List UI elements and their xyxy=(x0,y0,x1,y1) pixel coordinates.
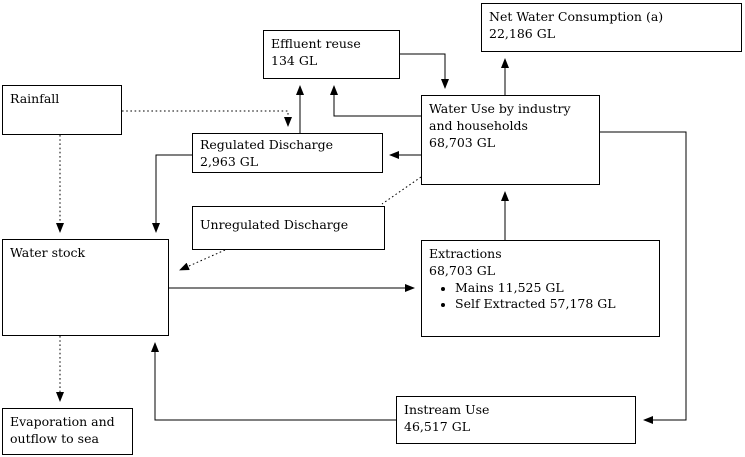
node-net-water-consumption-label: Net Water Consumption (a) xyxy=(489,9,664,24)
node-water-use-value: 68,703 GL xyxy=(429,134,495,150)
node-evaporation-label-2: outflow to sea xyxy=(10,430,99,446)
node-extractions-bullet-self-extracted: Self Extracted 57,178 GL xyxy=(455,296,652,312)
node-extractions-label: Extractions xyxy=(429,246,502,261)
node-rainfall[interactable]: Rainfall xyxy=(2,85,122,135)
edge-effluent-reuse-to-water-use xyxy=(400,53,449,89)
node-water-use-label: Water Use by industry xyxy=(429,101,571,116)
node-evaporation-label: Evaporation and xyxy=(10,414,115,429)
node-net-water-consumption[interactable]: Net Water Consumption (a) 22,186 GL xyxy=(481,3,742,52)
node-extractions-value: 68,703 GL xyxy=(429,262,495,278)
edge-unregulated-discharge-to-water-stock xyxy=(179,249,226,271)
edge-instream-use-to-water-stock xyxy=(151,342,396,421)
edge-water-use-to-unregulated-discharge xyxy=(381,176,422,205)
node-regulated-discharge-value: 2,963 GL xyxy=(200,153,259,169)
node-unregulated-discharge[interactable]: Unregulated Discharge xyxy=(192,206,385,250)
node-water-use[interactable]: Water Use by industry and households 68,… xyxy=(421,95,600,185)
node-regulated-discharge[interactable]: Regulated Discharge 2,963 GL xyxy=(192,133,383,173)
node-unregulated-discharge-label: Unregulated Discharge xyxy=(200,217,349,232)
node-instream-use-label: Instream Use xyxy=(404,402,490,417)
node-effluent-reuse[interactable]: Effluent reuse 134 GL xyxy=(263,30,400,79)
node-regulated-discharge-label: Regulated Discharge xyxy=(200,137,334,152)
node-water-stock-label: Water stock xyxy=(10,245,86,260)
edge-water-use-to-effluent-reuse xyxy=(330,85,421,117)
node-evaporation[interactable]: Evaporation and outflow to sea xyxy=(2,408,133,455)
edge-regulated-discharge-to-water-stock xyxy=(152,154,192,233)
node-rainfall-label: Rainfall xyxy=(10,91,60,106)
node-instream-use[interactable]: Instream Use 46,517 GL xyxy=(396,396,636,444)
node-net-water-consumption-value: 22,186 GL xyxy=(489,25,555,41)
node-water-stock[interactable]: Water stock xyxy=(2,239,169,336)
node-extractions-bullet-mains: Mains 11,525 GL xyxy=(455,280,652,296)
edge-water-use-to-instream-use xyxy=(600,131,687,424)
node-effluent-reuse-label: Effluent reuse xyxy=(271,36,361,51)
node-instream-use-value: 46,517 GL xyxy=(404,418,470,434)
node-effluent-reuse-value: 134 GL xyxy=(271,52,318,68)
node-water-use-label-2: and households xyxy=(429,117,528,133)
node-extractions[interactable]: Extractions 68,703 GL Mains 11,525 GL Se… xyxy=(421,240,660,337)
edge-rainfall-to-regulated-discharge xyxy=(122,110,292,127)
node-extractions-bullet-list: Mains 11,525 GL Self Extracted 57,178 GL xyxy=(429,280,652,313)
